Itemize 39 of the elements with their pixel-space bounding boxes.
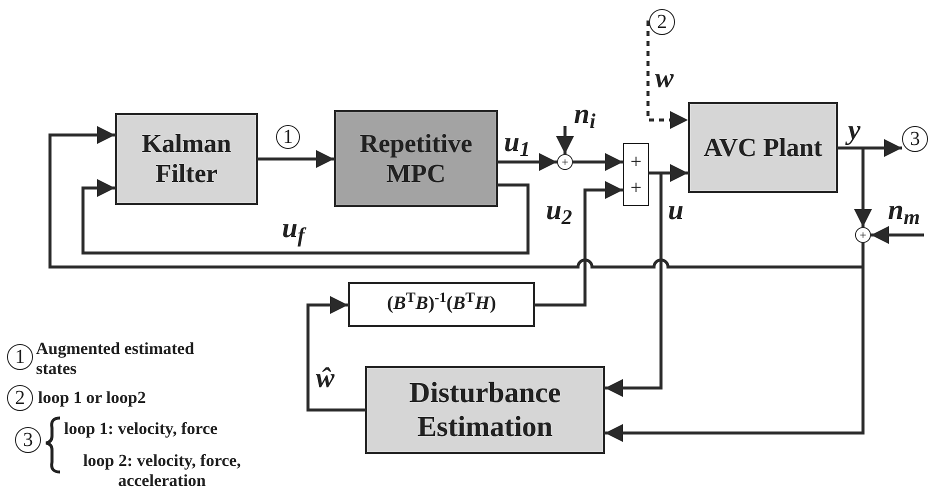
arrow — [498, 153, 557, 171]
legend-text: loop 2: velocity, force, acceleration — [82, 451, 242, 491]
edge-label: ŵ — [316, 364, 335, 394]
edge-label: u$_{1}$ — [504, 128, 530, 158]
callout-number: 2 — [7, 385, 33, 411]
edge-label: n$_{i}$ — [574, 100, 596, 130]
legend-text: loop 1 or loop2 — [38, 388, 147, 408]
legend-text: Augmented estimated states — [36, 339, 196, 379]
estimator-box: Disturbance Estimation — [365, 366, 605, 454]
callout-number: 1 — [7, 344, 33, 370]
controller-box: Repetitive MPC — [334, 110, 498, 207]
arrow — [605, 172, 662, 397]
summing-block: + + — [623, 143, 649, 206]
arrow — [258, 150, 334, 168]
process-box: Kalman Filter — [115, 113, 258, 205]
arrow — [838, 146, 872, 227]
callout-number: 3 — [902, 126, 928, 152]
callout-number: 1 — [276, 125, 300, 149]
arrow — [573, 153, 623, 171]
sum-junction: + — [557, 154, 573, 170]
arrow — [535, 181, 623, 306]
arrow — [306, 296, 365, 412]
callout-number: 2 — [649, 9, 675, 35]
process-box: AVC Plant — [688, 102, 838, 193]
legend-text: loop 1: velocity, force — [64, 419, 219, 439]
arrow — [82, 179, 530, 254]
dashed-arrow — [646, 20, 688, 129]
arrow — [605, 243, 864, 442]
edge-label: w — [655, 64, 674, 94]
arrow — [48, 126, 864, 268]
edge-label: u$_{2}$ — [546, 196, 572, 226]
edge-label: n$_{m}$ — [888, 196, 920, 226]
arrow — [871, 226, 924, 244]
arrow — [556, 126, 574, 154]
edge-label: u — [668, 196, 684, 226]
sum-junction: + — [855, 227, 871, 243]
edge-label: u$_{f}$ — [282, 214, 305, 244]
gain-box: (B$^{T}$B)$^{-1}$(B$^{T}$H) — [348, 282, 535, 327]
callout-number: 3 — [15, 427, 41, 453]
